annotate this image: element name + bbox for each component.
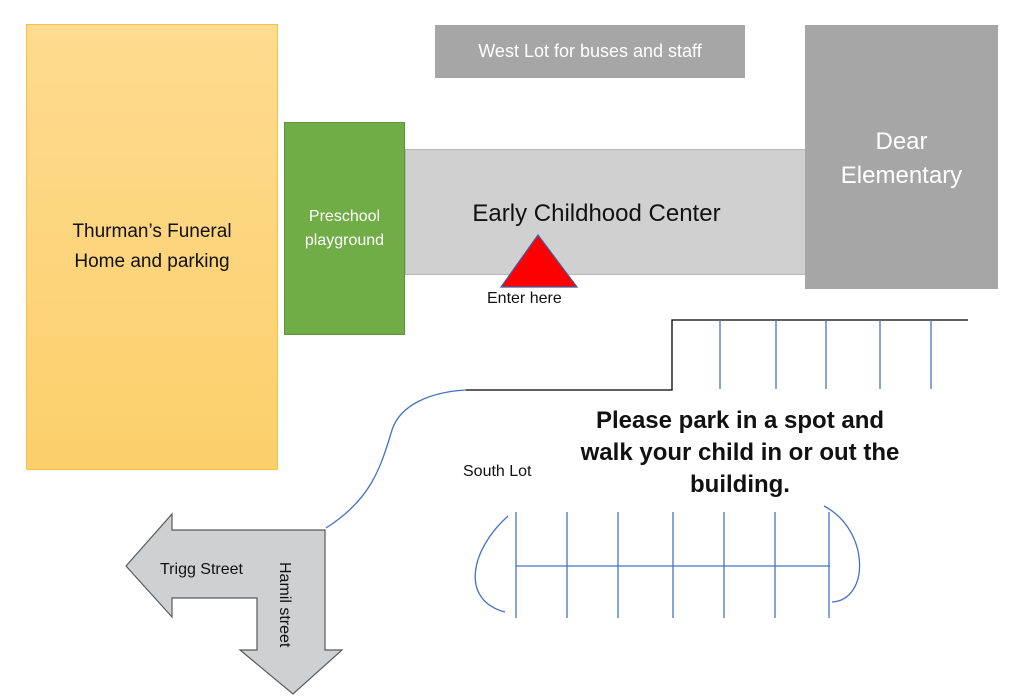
funeral-home-label: Thurman’s Funeral Home and parking	[72, 221, 232, 272]
funeral-home-block: Thurman’s Funeral Home and parking	[26, 24, 278, 470]
drive-path	[466, 319, 968, 391]
early-childhood-center-label: Early Childhood Center	[472, 200, 721, 227]
dear-elementary-label: Dear Elementary	[840, 128, 963, 189]
hamil-street-label: Hamil street	[276, 562, 293, 648]
trigg-street-label: Trigg Street	[160, 561, 243, 578]
enter-here-label: Enter here	[487, 290, 562, 307]
south-lot-label: South Lot	[463, 463, 532, 480]
early-childhood-center-block: Early Childhood Center	[405, 149, 808, 275]
west-lot-block: West Lot for buses and staff	[435, 25, 745, 78]
west-lot-label: West Lot for buses and staff	[478, 41, 702, 61]
road-curve	[325, 389, 467, 529]
north-parking-stalls	[719, 320, 932, 389]
south-lot-stalls	[474, 505, 861, 618]
dear-elementary-block: Dear Elementary	[805, 25, 998, 289]
preschool-playground-label: Preschool playground	[304, 207, 385, 249]
turn-arrow-icon	[125, 512, 344, 695]
parking-instructions: Please park in a spot and walk your chil…	[580, 407, 900, 498]
red-triangle-icon	[499, 233, 579, 288]
preschool-playground-block: Preschool playground	[284, 122, 405, 335]
